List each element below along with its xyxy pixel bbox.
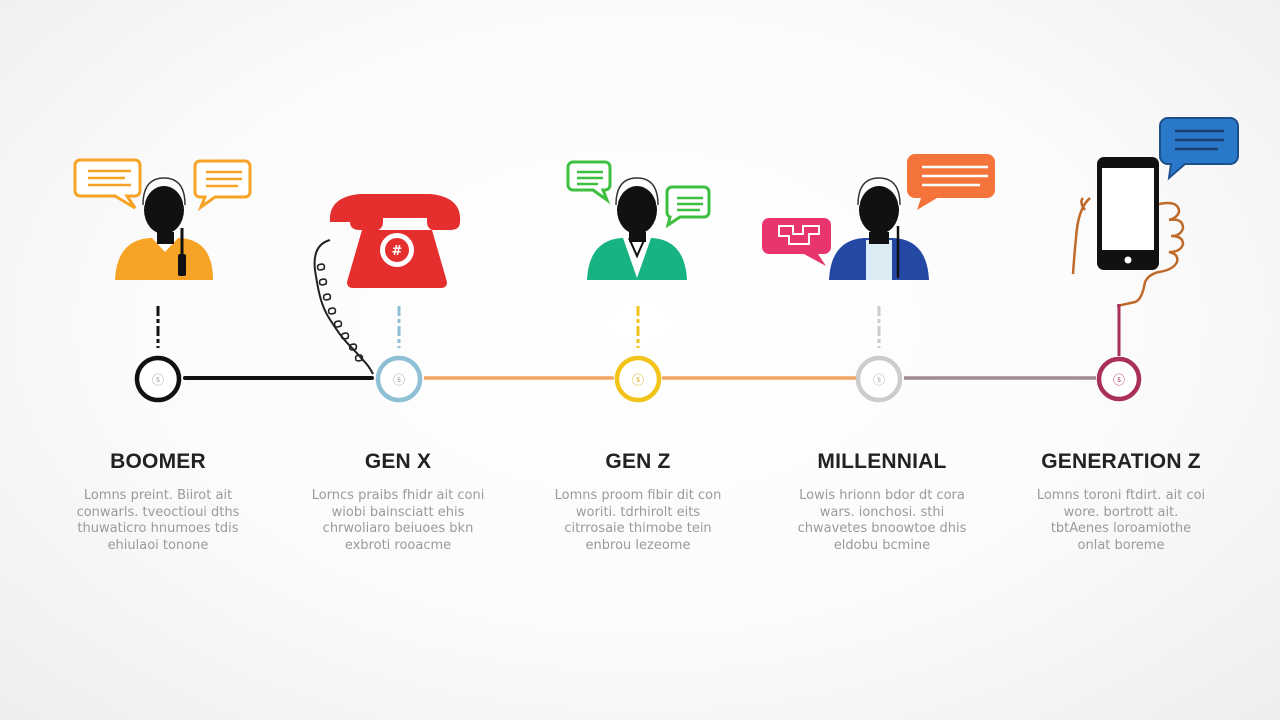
speech-bubble-icon <box>73 158 142 210</box>
svg-text:ⓢ: ⓢ <box>632 373 644 387</box>
generation-label-genx: GEN X Lorncs praibs fhidr ait coni wiobi… <box>278 450 518 554</box>
boomer-icon-group: ⓢ <box>73 158 252 403</box>
generation-label-boomer: BOOMER Lomns preint. Biirot ait conwarls… <box>38 450 278 554</box>
speech-bubble-icon <box>762 218 831 266</box>
generation-description: Lomns preint. Biirot ait conwarls. tveoc… <box>76 488 240 553</box>
generation-description: Lowis hrionn bdor dt cora wars. ionchosi… <box>797 488 967 553</box>
generation-title: BOOMER <box>110 450 206 473</box>
timeline-node <box>614 355 662 403</box>
timeline-node <box>375 355 423 403</box>
smartphone-icon <box>1071 157 1185 308</box>
millennial-icon-group: ⓢ <box>762 154 995 403</box>
generation-title: GEN Z <box>605 450 671 473</box>
speech-bubble-icon <box>566 160 612 205</box>
generation-title: GEN X <box>364 450 432 473</box>
speech-bubble-icon <box>193 159 252 212</box>
generation-description: Lomns proom fibir dit con woriti. tdrhir… <box>554 488 722 553</box>
generation-description: Lorncs praibs fhidr ait coni wiobi bains… <box>311 488 485 553</box>
generation-label-generation-z: GENERATION Z Lomns toroni ftdirt. ait co… <box>1001 450 1241 554</box>
genx-icon-group: # ⓢ <box>313 194 461 403</box>
speech-bubble-icon <box>665 185 711 229</box>
svg-text:#: # <box>392 244 403 259</box>
svg-text:ⓢ: ⓢ <box>152 373 164 387</box>
generation-label-genz: GEN Z Lomns proom fibir dit con woriti. … <box>518 450 758 554</box>
generation-description: Lomns toroni ftdirt. ait coi wore. bortr… <box>1036 488 1206 553</box>
generation-title: MILLENNIAL <box>817 450 947 473</box>
person-headset-icon <box>115 174 213 280</box>
timeline-node <box>1096 356 1142 402</box>
person-headset-icon <box>829 174 929 280</box>
svg-text:ⓢ: ⓢ <box>1113 373 1125 387</box>
generation-title: GENERATION Z <box>1041 450 1201 473</box>
svg-text:ⓢ: ⓢ <box>393 373 405 387</box>
genz-icon-group: ⓢ <box>566 160 711 403</box>
rotary-phone-icon: # <box>329 194 461 288</box>
svg-text:ⓢ: ⓢ <box>873 373 885 387</box>
speech-bubble-icon <box>1159 117 1239 181</box>
speech-bubble-icon <box>907 154 995 210</box>
person-headset-icon <box>587 174 687 280</box>
timeline-node <box>855 355 903 403</box>
generation-z-icon-group: ⓢ <box>1071 117 1239 402</box>
timeline-node <box>134 355 182 403</box>
generation-label-millennial: MILLENNIAL Lowis hrionn bdor dt cora war… <box>762 450 1002 554</box>
